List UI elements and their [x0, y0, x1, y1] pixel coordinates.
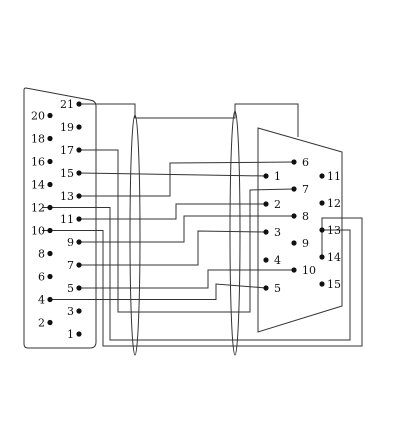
wire-15-1: [78, 172, 267, 177]
right-pin-label-15: 15: [327, 278, 341, 291]
left-pin-label-21: 21: [60, 98, 74, 111]
right-pin-12: [319, 200, 325, 206]
right-pin-label-4: 4: [274, 254, 281, 267]
left-pin-20: [47, 112, 53, 119]
right-pin-label-10: 10: [302, 264, 316, 277]
left-pin-label-3: 3: [67, 305, 74, 318]
right-pin-label-11: 11: [327, 170, 341, 183]
left-pin-label-1: 1: [67, 328, 74, 341]
left-pin-label-12: 12: [31, 202, 45, 215]
right-connector-outline: [257, 127, 343, 333]
wire-13-6: [79, 161, 295, 197]
wire-17-7: [79, 149, 295, 313]
right-pin-11: [319, 173, 325, 179]
wire-4-5: [50, 283, 267, 300]
right-pin-3: [263, 229, 269, 235]
right-pin-label-9: 9: [302, 237, 309, 250]
left-pin-12: [47, 204, 53, 211]
right-pin-label-14: 14: [327, 251, 341, 264]
left-pin-label-19: 19: [60, 121, 74, 134]
left-pin-label-5: 5: [67, 282, 74, 295]
wire-7-3: [79, 230, 267, 266]
left-pin-1: [76, 331, 82, 337]
left-pin-label-2: 2: [38, 317, 45, 330]
right-pin-9: [291, 240, 297, 246]
wire-5-10: [79, 269, 294, 289]
left-pin-label-13: 13: [60, 190, 74, 203]
left-pin-11: [76, 216, 82, 222]
right-cable-shield: [229, 110, 241, 356]
left-pin-2: [47, 319, 53, 326]
right-pin-label-5: 5: [274, 282, 281, 295]
left-pin-9: [76, 239, 82, 245]
left-pin-5: [76, 285, 82, 291]
left-pin-17: [76, 147, 82, 153]
left-pin-label-8: 8: [38, 248, 45, 261]
right-pin-label-1: 1: [274, 170, 281, 183]
left-pin-label-15: 15: [60, 167, 74, 180]
left-pin-14: [47, 181, 53, 188]
right-pin-4: [263, 257, 269, 263]
right-pin-7: [291, 186, 297, 192]
right-pin-label-13: 13: [327, 224, 341, 237]
right-pin-label-2: 2: [274, 198, 281, 211]
left-pin-label-16: 16: [31, 156, 45, 169]
wire-11-2: [79, 203, 266, 220]
left-pin-13: [76, 193, 82, 199]
right-pin-label-6: 6: [302, 156, 309, 169]
left-pin-label-17: 17: [60, 144, 74, 157]
right-pin-10: [291, 267, 297, 273]
right-pin-2: [263, 201, 269, 207]
left-pin-21: [76, 101, 82, 107]
right-pin-14: [319, 254, 325, 260]
right-pin-label-12: 12: [327, 197, 341, 210]
left-pin-label-20: 20: [31, 110, 45, 123]
wire-12-13: [42, 207, 351, 341]
wires-group: [42, 103, 363, 347]
right-pin-label-3: 3: [274, 226, 281, 239]
left-pin-label-6: 6: [38, 271, 45, 284]
right-pin-label-8: 8: [302, 210, 309, 223]
left-pin-18: [47, 135, 53, 142]
right-pin-1: [263, 173, 269, 179]
left-pin-6: [47, 273, 53, 280]
left-pin-10: [47, 227, 53, 234]
left-pin-3: [76, 308, 82, 314]
wire-10-14: [42, 217, 363, 347]
left-pin-label-9: 9: [67, 236, 74, 249]
right-pin-6: [291, 159, 297, 165]
left-connector-outline: [23, 87, 97, 349]
right-pin-8: [291, 213, 297, 219]
left-pin-label-4: 4: [38, 294, 45, 307]
left-pin-19: [76, 124, 82, 130]
left-pin-16: [47, 158, 53, 165]
wire-9-8: [79, 215, 294, 243]
left-pin-label-18: 18: [31, 133, 45, 146]
left-pin-7: [76, 262, 82, 268]
left-pin-15: [76, 170, 82, 176]
left-pin-8: [47, 250, 53, 257]
right-pin-label-7: 7: [302, 183, 309, 196]
right-pin-15: [319, 281, 325, 287]
left-cable-shield: [129, 114, 141, 356]
wire-21-shell: [79, 103, 299, 137]
left-pin-label-10: 10: [31, 225, 45, 238]
left-pin-label-11: 11: [60, 213, 74, 226]
right-pin-13: [319, 227, 325, 233]
left-pin-4: [47, 296, 53, 303]
right-pin-5: [263, 285, 269, 291]
left-pin-label-7: 7: [67, 259, 74, 272]
left-pin-label-14: 14: [31, 179, 45, 192]
